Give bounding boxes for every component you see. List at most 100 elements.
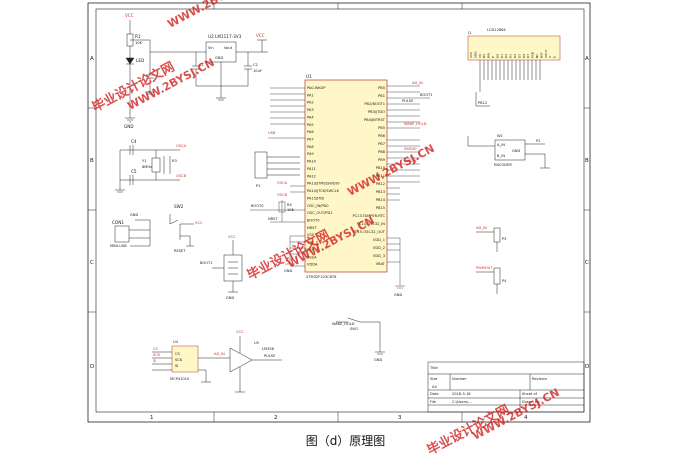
- mcu-pin-label-right: PC14-OSC32_IN: [357, 222, 386, 226]
- lcd-pin-label: PSB: [531, 52, 535, 58]
- boot-vcc: VCC: [228, 235, 236, 239]
- col-label-1: 1: [150, 415, 154, 421]
- usb-reset-block: [114, 214, 194, 247]
- r4-value: 10K: [287, 208, 295, 212]
- ad-in-net-mcu: AD_IN: [412, 81, 423, 85]
- u2-part: LM1117-3V3: [215, 34, 242, 39]
- mcu-pin-label-left: BOOT0: [307, 218, 320, 222]
- mcu-pin-label-right: PB2/BOOT1: [364, 102, 385, 106]
- w1-ref: W1: [497, 134, 503, 138]
- lcd-pin-label: D5: [517, 54, 521, 58]
- mcu-right-nets: [387, 85, 430, 289]
- mcu-pin-label-right: PB9: [378, 158, 386, 162]
- mcu-pin-label-right: VDD_2: [373, 246, 385, 250]
- mcu-pin-label-left: PA5: [307, 123, 314, 127]
- osca-net-mcu: OSCA: [277, 181, 288, 185]
- c4-ref: C4: [131, 139, 137, 144]
- tb-file-label: File: [430, 400, 437, 404]
- c2-ref: C2: [253, 63, 258, 67]
- tb-number-label: Number: [452, 377, 467, 381]
- mcu-pin-label-left: PA13/JTMS/SWDIO: [307, 182, 340, 186]
- mcu-pin-label-left: PA12: [307, 174, 316, 178]
- row-label-d-right: D: [585, 364, 589, 370]
- lcd-pin-label: D6: [522, 54, 526, 58]
- mcu-pin-label-right: VDD_1: [373, 238, 385, 242]
- tb-sheet-label: Sheet of: [522, 392, 538, 396]
- encoder-gnd: GND: [512, 149, 520, 153]
- lcd-pin-label: VOUT: [544, 49, 548, 58]
- mcu-part: STM32F103C8T6: [306, 275, 337, 279]
- mcu-pin-label-left: PA4: [307, 115, 314, 119]
- mcu-pin-label-left: PA14/JTCK/SWCLK: [307, 189, 340, 193]
- pulse-net-mcu: PULSE: [402, 99, 414, 103]
- row-label-c: C: [90, 260, 94, 266]
- u2-vin: Vin: [208, 46, 214, 50]
- tb-date-value: 2018-5-18: [452, 392, 471, 396]
- lcd-pin-label: V0: [478, 54, 482, 58]
- mcu-pin-label-right: PB6: [378, 134, 386, 138]
- row-label-b: B: [90, 158, 94, 164]
- mcu-pin-label-left: PA0-WKUP: [307, 86, 326, 90]
- u5-vcc: VCC: [236, 330, 244, 334]
- wake-switch-block: [336, 317, 385, 355]
- sw1-ref: SW1: [350, 327, 358, 331]
- mcu-pin-label-left: OSC_IN/PD0: [307, 204, 329, 208]
- boot1-net: BOOT1: [200, 261, 213, 265]
- swd-header-block: [254, 151, 300, 179]
- u5-part: LM358: [262, 347, 275, 351]
- usb-gnd-label: GND: [130, 213, 138, 217]
- tb-file-value: C:\Users\...: [452, 400, 472, 404]
- c2-value: 10uF: [253, 69, 262, 73]
- mcu-pin-label-left: PA3: [307, 108, 314, 112]
- r3-ref: R3: [172, 159, 177, 163]
- mcu-pin-label-right: PB11: [376, 174, 385, 178]
- boot0-net: BOOT0: [251, 204, 264, 208]
- oscb-net-left: OSCB: [176, 174, 187, 178]
- wake-hold-net-mcu: WAKE_HOLD: [404, 122, 427, 126]
- lcd-pin-label: D1: [500, 54, 504, 58]
- lcd-pin-label: VSS: [469, 52, 473, 58]
- mcu-left-nets: [250, 87, 305, 267]
- tb-drawn-label: Drawn By:: [522, 400, 540, 404]
- sheet-inner-border: [95, 8, 585, 413]
- u2-gnd: GND: [215, 56, 223, 60]
- mcu-pin-label-left: VSS_2: [307, 241, 318, 245]
- mcu-pin-label-right: VBAT: [376, 262, 386, 266]
- nrst-net: NRST: [268, 217, 278, 221]
- mcu-pin-label-right: PB13: [376, 190, 385, 194]
- mcu-pin-label-left: VSSA: [307, 255, 317, 259]
- io-headers: [476, 227, 501, 294]
- mcu-pin-label-left: VDDA: [307, 263, 318, 267]
- wake-switch-label: WAKE_HOLD: [332, 322, 355, 326]
- mcu-pin-label-right: PC13-TAMPER-RTC: [352, 214, 385, 218]
- lcd-connector: [467, 35, 561, 107]
- swclk-net: SWCLK: [404, 159, 417, 163]
- u4-si: SI: [175, 364, 178, 368]
- row-label-a: A: [90, 56, 94, 62]
- tb-title: Title: [429, 366, 438, 370]
- r4-ref: R4: [287, 203, 292, 207]
- lcd-pin-label: D0: [495, 54, 499, 58]
- vout-label: VCC: [256, 33, 265, 38]
- c5-ref: C5: [131, 169, 137, 174]
- mcu-pin-label-right: PB10: [376, 166, 386, 170]
- column-zone-markers: [213, 3, 463, 422]
- mcu-pin-label-right: PB5: [378, 126, 385, 130]
- lcd-part: LCD12864: [487, 28, 506, 32]
- power-gnd-label: GND: [124, 124, 134, 129]
- mcu-pin-label-left: PA7: [307, 138, 314, 142]
- row-zone-markers: [88, 107, 590, 313]
- mcu-pin-label-right: PB8: [378, 150, 386, 154]
- power-supply-block: [125, 20, 268, 123]
- mcu-pin-label-right: PB1: [378, 94, 385, 98]
- encoder-p2: P2: [536, 139, 540, 143]
- lcd-pin-label: A: [548, 55, 552, 58]
- encoder-part: ENCODER: [494, 163, 512, 167]
- col-label-2: 2: [274, 415, 278, 421]
- y1-freq: 8MHz: [142, 165, 152, 169]
- pwmout-net: PWMOUT: [476, 266, 493, 270]
- mcu-pin-label-left: PA6: [307, 130, 314, 134]
- u4-si-net: SI: [153, 359, 156, 363]
- swd-usb-label: USB: [268, 131, 276, 135]
